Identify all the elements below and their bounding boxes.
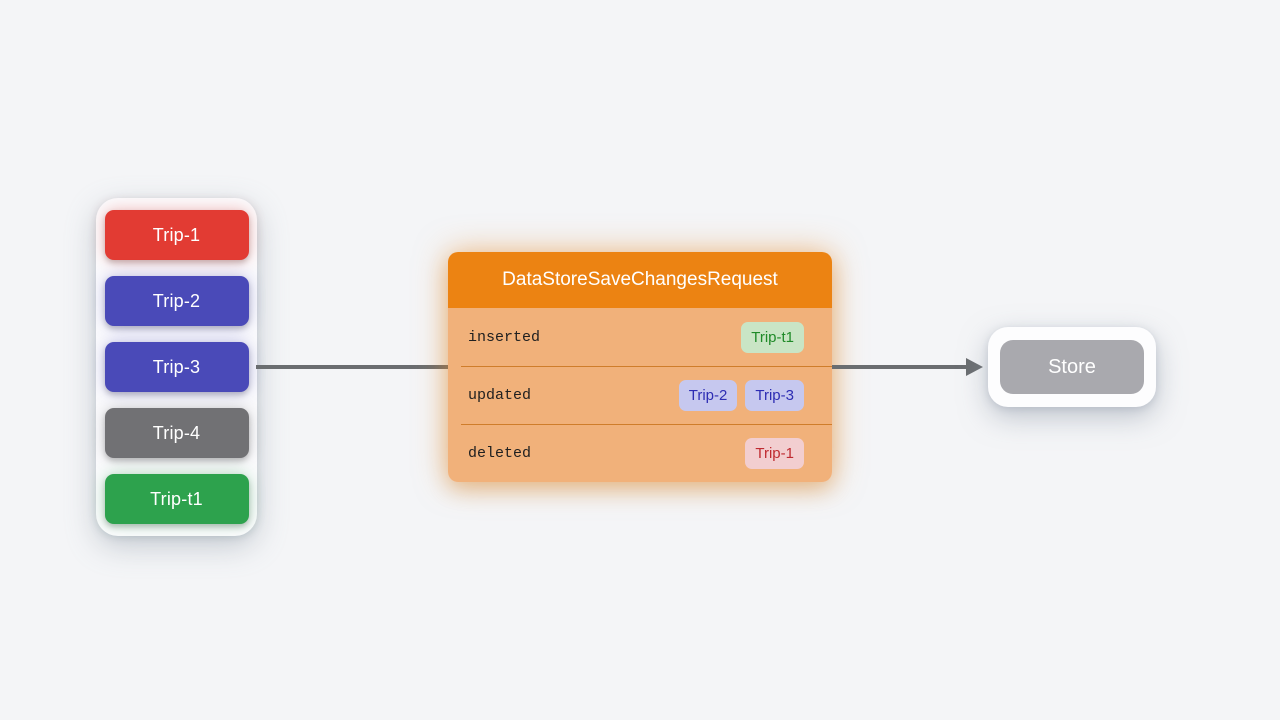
request-header: DataStoreSaveChangesRequest <box>448 252 832 308</box>
chip-trip-t1: Trip-t1 <box>741 321 804 353</box>
trip-chip-trip-t1: Trip-t1 <box>104 474 249 524</box>
flow-arrow-left <box>256 365 448 369</box>
trip-chip-trip-2: Trip-2 <box>104 276 249 326</box>
chip-trip-2: Trip-2 <box>678 379 738 411</box>
store-panel: Store <box>988 327 1156 407</box>
trip-chip-trip-4: Trip-4 <box>104 408 249 458</box>
chip-trip-3: Trip-3 <box>745 379 804 411</box>
request-row-inserted: inserted Trip-t1 <box>448 308 832 366</box>
trip-chip-trip-1: Trip-1 <box>104 210 249 260</box>
row-label-updated: updated <box>468 386 532 404</box>
store-node: Store <box>1000 340 1144 394</box>
chip-trip-1: Trip-1 <box>745 437 804 469</box>
row-label-inserted: inserted <box>468 328 541 346</box>
trip-chip-trip-3: Trip-3 <box>104 342 249 392</box>
request-row-deleted: deleted Trip-1 <box>448 424 832 482</box>
flow-arrow-right <box>832 365 968 369</box>
row-chips-inserted: Trip-t1 <box>741 321 804 353</box>
row-label-deleted: deleted <box>468 444 532 462</box>
request-title: DataStoreSaveChangesRequest <box>502 269 778 290</box>
row-chips-deleted: Trip-1 <box>745 437 804 469</box>
arrowhead-icon <box>966 358 983 376</box>
